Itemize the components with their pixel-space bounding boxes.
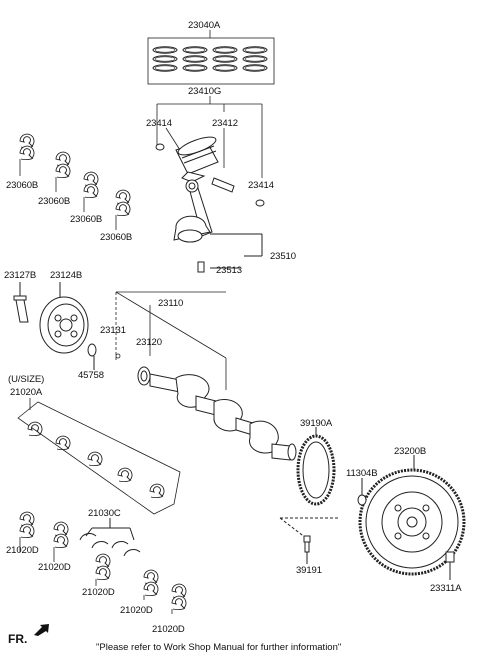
main-bearing-upper-set — [17, 398, 181, 515]
piston-icon — [155, 136, 265, 207]
piston-ring-set — [147, 30, 275, 85]
label-23412: 23412 — [212, 118, 238, 129]
label-23414-right: 23414 — [248, 180, 274, 191]
upper-bearing-shells — [19, 133, 131, 230]
label-23040A: 23040A — [188, 20, 221, 31]
footer-note: "Please refer to Work Shop Manual for fu… — [96, 642, 342, 653]
label-usize: (U/SIZE) — [8, 374, 45, 385]
label-21020D-4: 21020D — [120, 605, 153, 616]
label-11304B: 11304B — [346, 468, 378, 479]
label-21020D-1: 21020D — [6, 545, 39, 556]
label-23110: 23110 — [158, 298, 184, 309]
crankshaft-icon — [137, 366, 297, 461]
label-39191: 39191 — [296, 565, 322, 576]
label-21020A: 21020A — [10, 387, 43, 398]
label-23311A: 23311A — [430, 583, 462, 594]
label-23414-left: 23414 — [146, 118, 172, 129]
label-23410G: 23410G — [188, 86, 222, 97]
bolt-icon — [303, 535, 311, 564]
label-21020D-3: 21020D — [82, 587, 115, 598]
label-21020D-5: 21020D — [152, 624, 185, 635]
label-23120: 23120 — [136, 337, 162, 348]
label-23200B: 23200B — [394, 446, 427, 457]
main-bearing-lower-shells — [19, 511, 187, 614]
label-45758: 45758 — [78, 370, 104, 381]
sensor-wheel-icon — [279, 427, 340, 539]
flywheel-icon — [357, 455, 466, 580]
label-23127B: 23127B — [4, 270, 37, 281]
label-21020D-2: 21020D — [38, 562, 71, 573]
label-23124B: 23124B — [50, 270, 83, 281]
piston-assy-leaders — [156, 96, 263, 178]
front-indicator: FR. — [8, 632, 28, 646]
label-23060B-1: 23060B — [6, 180, 39, 191]
label-23060B-3: 23060B — [70, 214, 103, 225]
label-39190A: 39190A — [300, 418, 333, 429]
label-23060B-4: 23060B — [100, 232, 133, 243]
label-21030C: 21030C — [88, 508, 121, 519]
label-23131: 23131 — [100, 325, 126, 336]
crankshaft-leaders — [115, 291, 227, 390]
pulley-icon — [13, 282, 97, 370]
label-23513: 23513 — [216, 265, 242, 276]
connecting-rod-icon — [173, 179, 263, 273]
label-23060B-2: 23060B — [38, 196, 71, 207]
label-23510: 23510 — [270, 251, 296, 262]
front-arrow-icon — [34, 624, 49, 636]
